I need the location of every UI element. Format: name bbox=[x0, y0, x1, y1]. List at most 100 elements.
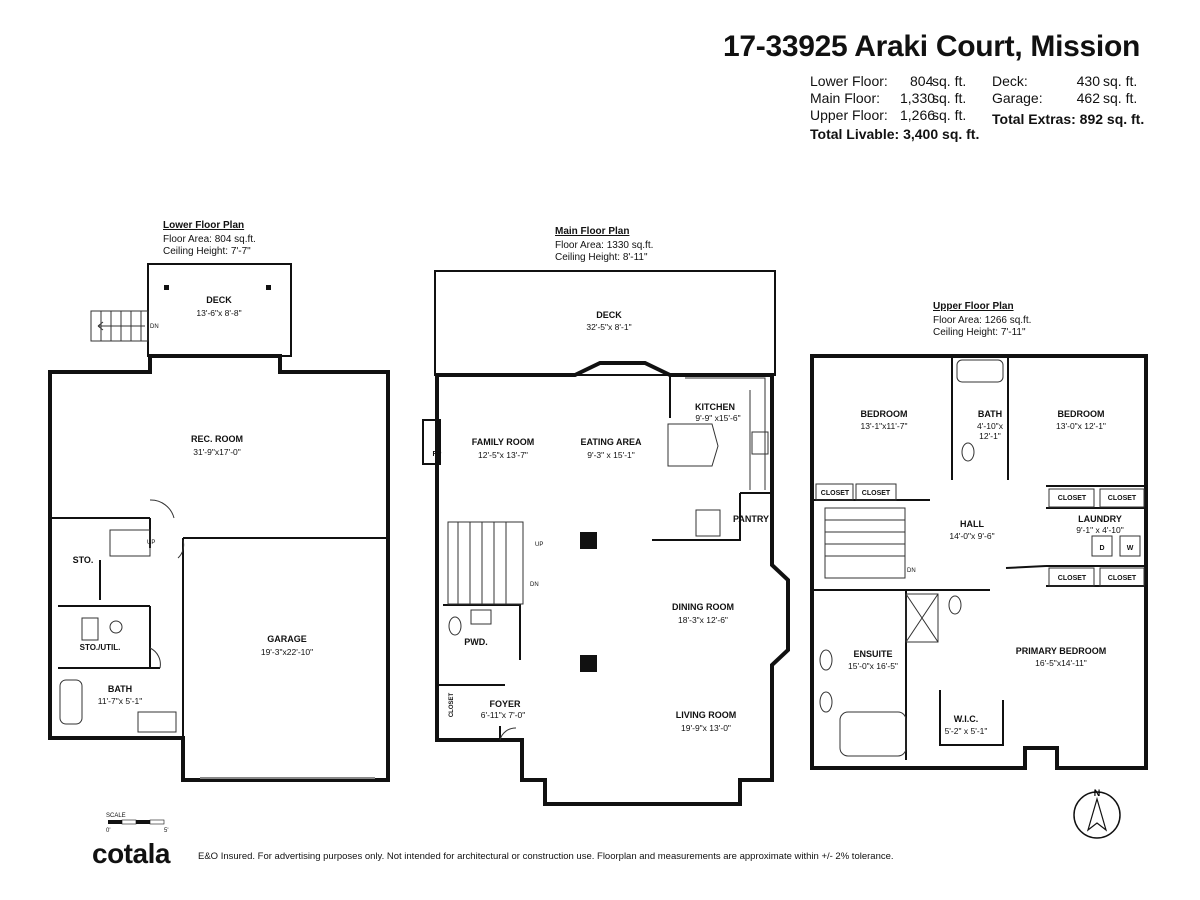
room-dims-rec-room: 31'-9"x17'-0" bbox=[193, 447, 241, 457]
room-name-bedroom-1: BEDROOM bbox=[861, 409, 908, 419]
lower-footprint bbox=[48, 354, 390, 782]
scale-bar bbox=[108, 819, 165, 825]
door-swing bbox=[499, 727, 517, 741]
ensuite-sink bbox=[819, 691, 833, 713]
area-label: Deck: bbox=[992, 73, 1028, 89]
area-label: Lower Floor: bbox=[810, 73, 888, 89]
room-name-garage: GARAGE bbox=[267, 634, 307, 644]
room-dims-bath-1: 4'-10"x bbox=[977, 421, 1004, 431]
fp-label: FP bbox=[433, 451, 442, 458]
room-dims-hall: 14'-0"x 9'-6" bbox=[949, 531, 994, 541]
room-dims-main-deck: 32'-5"x 8'-1" bbox=[586, 322, 631, 332]
area-label: Main Floor: bbox=[810, 90, 881, 106]
closet-label: CLOSET bbox=[1058, 495, 1087, 502]
up-label: UP bbox=[535, 542, 543, 548]
room-name-family-room: FAMILY ROOM bbox=[472, 437, 535, 447]
area-row-main: Main Floor:1,330sq. ft. bbox=[810, 90, 980, 107]
room-name-sto-util: STO./UTIL. bbox=[80, 643, 121, 652]
total-livable-unit: sq. ft. bbox=[942, 126, 980, 142]
deck-post bbox=[266, 285, 271, 290]
upper-floor-title: Upper Floor Plan bbox=[933, 301, 1014, 312]
room-dims-bedroom-1: 13'-1"x11'-7" bbox=[861, 421, 908, 431]
fireplace bbox=[422, 419, 441, 465]
toilet bbox=[448, 616, 462, 636]
area-unit: sq. ft. bbox=[932, 73, 967, 89]
fridge bbox=[695, 509, 721, 537]
bathtub bbox=[59, 679, 83, 725]
room-dims-wic: 5'-2" x 5'-1" bbox=[945, 726, 988, 736]
main-stairs bbox=[447, 521, 524, 605]
compass-label: N bbox=[1094, 788, 1101, 798]
room-dims-ensuite: 15'-0"x 16'-5" bbox=[848, 661, 898, 671]
total-extras: Total Extras: 892 sq. ft. bbox=[992, 111, 1152, 128]
room-dims-laundry: 9'-1" x 4'-10" bbox=[1076, 525, 1124, 535]
total-livable-value: 3,400 bbox=[903, 126, 939, 142]
room-dims-foyer: 6'-11"x 7'-0" bbox=[481, 710, 526, 720]
closet-label: CLOSET bbox=[1058, 575, 1087, 582]
lower-floor-ceiling: Ceiling Height: 7'-7" bbox=[163, 246, 251, 257]
closet-label: CLOSET bbox=[1108, 575, 1137, 582]
total-extras-value: 892 bbox=[1079, 111, 1104, 127]
room-name-bedroom-2: BEDROOM bbox=[1058, 409, 1105, 419]
area-unit: sq. ft. bbox=[932, 90, 967, 106]
area-unit: sq. ft. bbox=[1103, 73, 1138, 89]
room-name-bath: BATH bbox=[978, 409, 1002, 419]
room-dims-bath: 11'-7"x 5'-1" bbox=[98, 696, 143, 706]
area-row-lower: Lower Floor:804sq. ft. bbox=[810, 73, 980, 90]
deck-stairs bbox=[90, 310, 149, 342]
upper-footprint bbox=[810, 354, 1148, 770]
area-value: 462 bbox=[1076, 90, 1100, 106]
room-name-rec-room: REC. ROOM bbox=[191, 434, 243, 444]
dn-label: DN bbox=[530, 582, 539, 588]
lower-floor-title: Lower Floor Plan bbox=[163, 220, 244, 231]
room-dims-eating-area: 9'-3" x 15'-1" bbox=[587, 450, 635, 460]
upper-floor-ceiling: Ceiling Height: 7'-11" bbox=[933, 327, 1026, 338]
scale-end: 5' bbox=[164, 828, 168, 834]
water-heater bbox=[81, 617, 99, 641]
closet bbox=[815, 483, 854, 501]
room-dims-primary-bedroom: 16'-5"x14'-11" bbox=[1035, 658, 1087, 668]
upper-stairs bbox=[824, 507, 906, 579]
dryer bbox=[1091, 535, 1113, 557]
washer bbox=[1119, 535, 1141, 557]
closet bbox=[1099, 567, 1145, 587]
sink bbox=[470, 609, 492, 625]
closet-label: CLOSET bbox=[1108, 495, 1137, 502]
closet-label: CLOSET bbox=[862, 490, 891, 497]
room-dims-garage: 19'-3"x22'-10" bbox=[261, 647, 313, 657]
closet bbox=[1048, 488, 1095, 508]
vanity bbox=[137, 711, 177, 733]
property-title: 17-33925 Araki Court, Mission bbox=[722, 30, 1140, 63]
washer-label: W bbox=[1127, 545, 1134, 552]
area-unit: sq. ft. bbox=[1103, 90, 1138, 106]
column bbox=[580, 655, 597, 672]
room-dims-bedroom-2: 13'-0"x 12'-1" bbox=[1056, 421, 1106, 431]
kitchen-island bbox=[667, 423, 719, 467]
room-name-eating-area: EATING AREA bbox=[580, 437, 642, 447]
furnace-icon bbox=[109, 620, 123, 634]
north-arrow-icon bbox=[1086, 796, 1108, 832]
compass-icon bbox=[1073, 791, 1121, 839]
room-name-deck: DECK bbox=[206, 295, 232, 305]
closet-label: CLOSET bbox=[449, 693, 455, 718]
upper-floor-area: Floor Area: 1266 sq.ft. bbox=[933, 315, 1031, 326]
closet bbox=[1099, 488, 1145, 508]
room-name-living-room: LIVING ROOM bbox=[676, 710, 737, 720]
main-floor-ceiling: Ceiling Height: 8'-11" bbox=[555, 252, 648, 263]
room-dims-kitchen: 9'-9" x15'-6" bbox=[695, 413, 740, 423]
lower-stairs bbox=[109, 529, 151, 557]
scale-start: 0' bbox=[106, 828, 110, 834]
main-deck bbox=[434, 270, 776, 376]
toilet bbox=[948, 595, 962, 615]
room-dims-dining-room: 18'-3"x 12'-6" bbox=[678, 615, 728, 625]
room-name-pwd: PWD. bbox=[464, 637, 488, 647]
kitchen-counter bbox=[685, 377, 766, 490]
room-name-hall: HALL bbox=[960, 519, 984, 529]
area-label: Upper Floor: bbox=[810, 107, 888, 123]
cotala-logo: cotala bbox=[92, 838, 170, 869]
room-name-kitchen: KITCHEN bbox=[695, 402, 735, 412]
lower-floor-area: Floor Area: 804 sq.ft. bbox=[163, 234, 256, 245]
scale-label: SCALE bbox=[106, 813, 126, 819]
